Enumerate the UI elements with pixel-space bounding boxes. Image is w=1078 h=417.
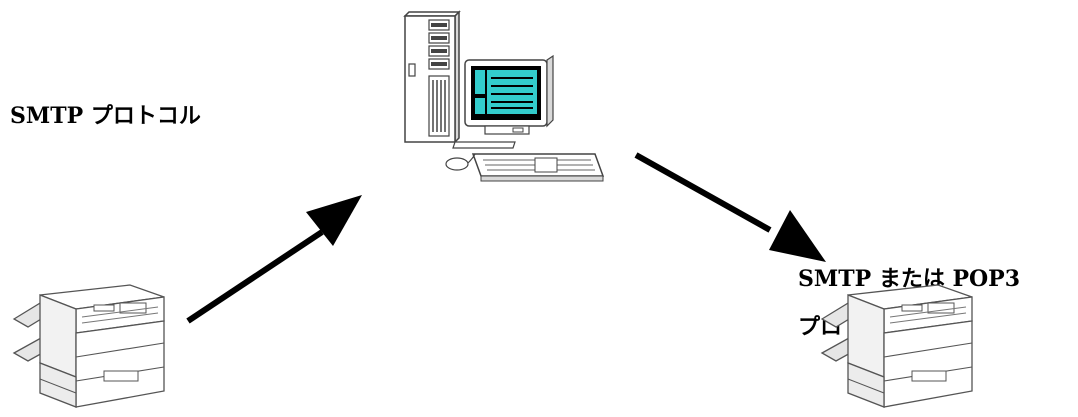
fax-machine-icon <box>820 284 973 408</box>
arrow-server-to-receiver <box>634 152 826 262</box>
arrow-sender-to-server <box>186 195 362 324</box>
server-workstation-icon <box>403 10 605 182</box>
fax-machine-icon <box>12 284 165 408</box>
sender-protocol-label: SMTP プロトコル <box>10 103 201 129</box>
